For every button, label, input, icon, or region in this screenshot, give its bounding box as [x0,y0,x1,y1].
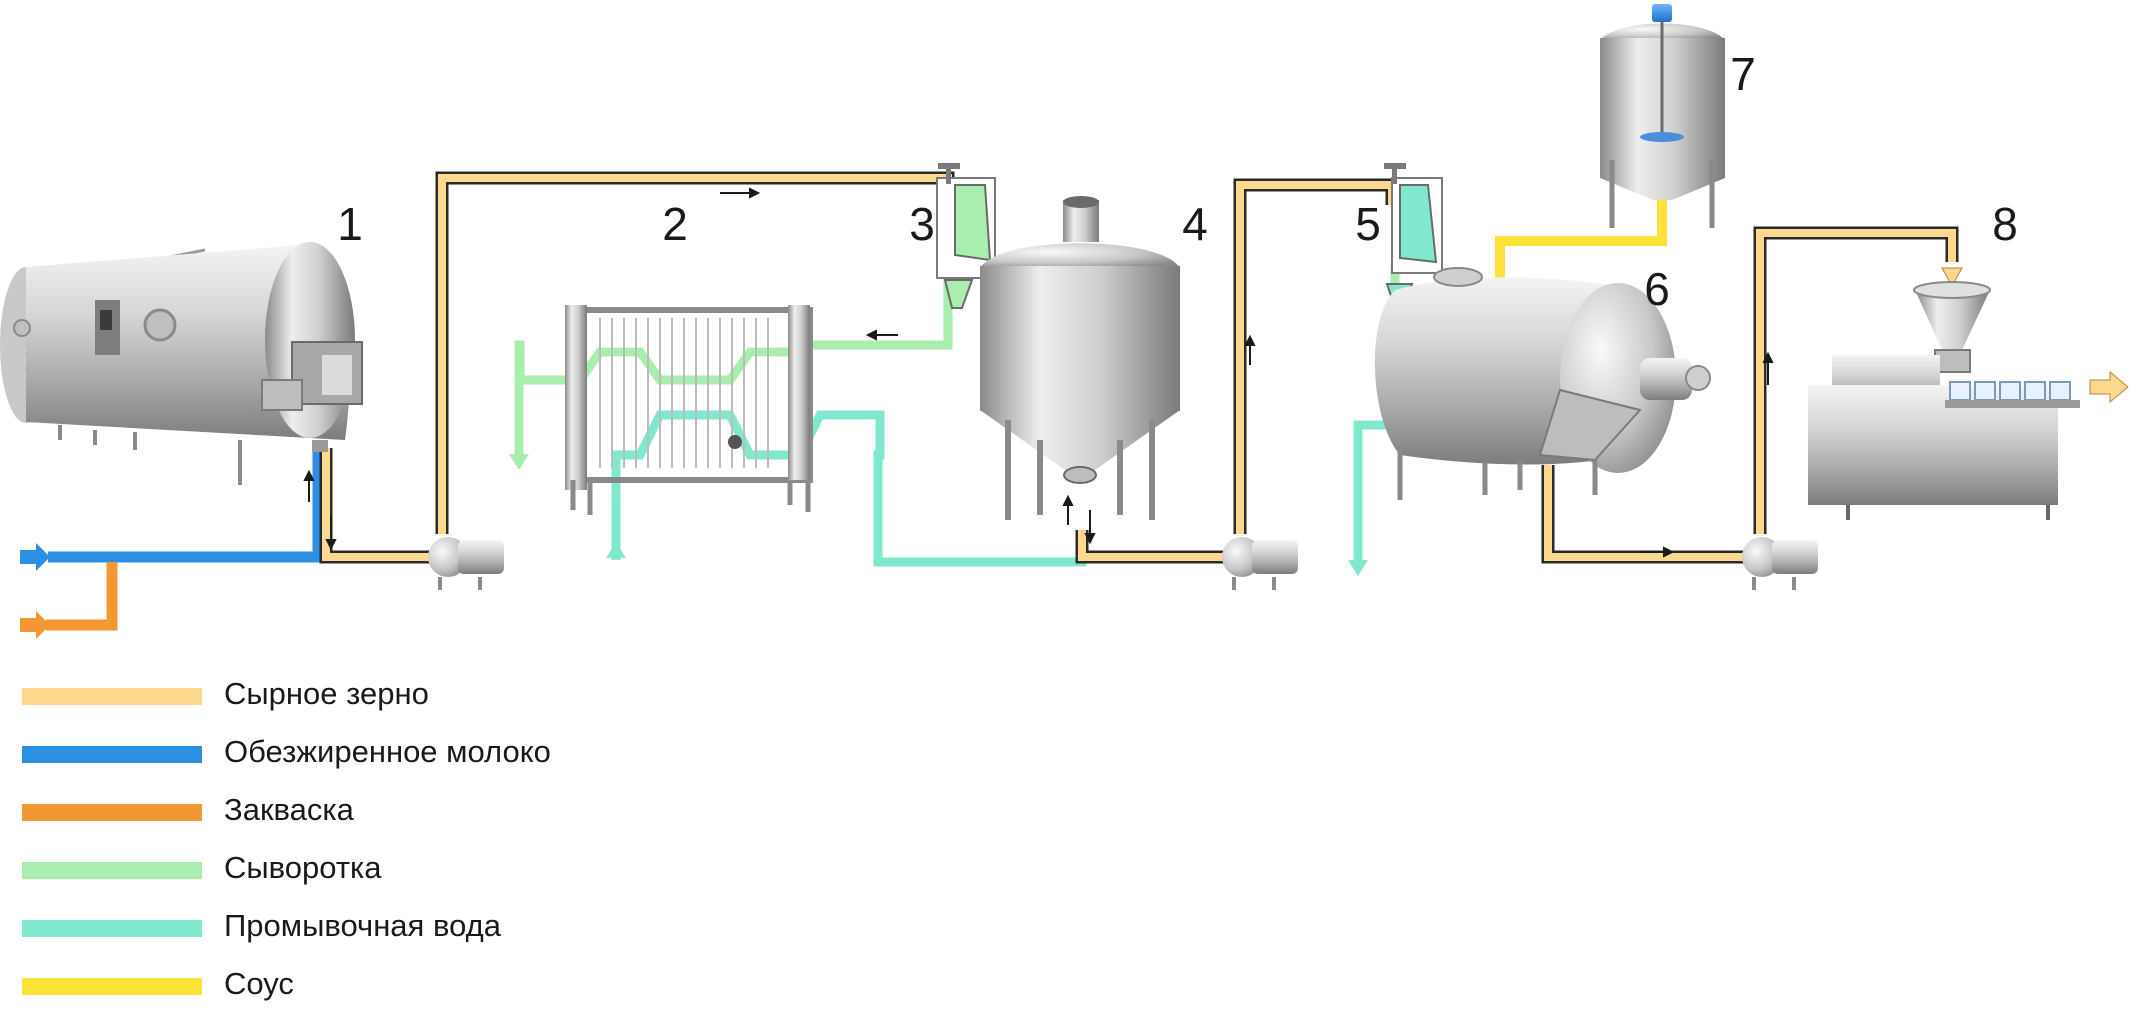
vertical-tank-4 [980,196,1180,520]
curd-line-3 [1541,226,1963,564]
plate-heat-exchanger-2 [565,305,813,515]
agitator-motor [1652,4,1672,22]
tank-outlet [1063,466,1097,484]
filling-machine-8 [1808,281,2080,520]
legend-label: Обезжиренное молоко [224,734,551,769]
phe-front-plate [565,305,587,490]
separator-hopper [943,279,974,309]
pump-motor [1252,540,1298,574]
legend-label: Сыворотка [224,850,382,885]
mixing-tank-motor-cap [1685,365,1711,391]
pump-3 [1742,537,1818,590]
whey-drain-arrow [509,454,529,470]
starter-line [20,562,118,639]
equipment-number-labels: 1 2 3 4 5 6 7 8 [337,48,2018,315]
equipment-number-1: 1 [337,198,363,250]
filler-dosing-head [1934,349,1971,373]
equipment-number-3: 3 [909,198,935,250]
mixing-tank-6 [1374,267,1711,500]
vat-motor [261,379,303,411]
mixing-tank-motor [1640,358,1692,400]
legend-swatch [22,978,202,995]
filler-cups [1949,381,2071,401]
filler-hopper-rim [1913,281,1991,299]
pump-1 [428,537,504,590]
pump-2 [1222,537,1298,590]
sauce-line [1495,200,1667,280]
filler-legs [1846,505,2050,520]
separator-top-handle [938,163,960,169]
filler-hopper [1915,290,1990,350]
tank-legs [1005,420,1155,520]
tank-dome [980,243,1180,268]
phe-end-plate [788,305,810,480]
vat-gearbox-window [322,355,352,395]
equipment-number-7: 7 [1730,48,1756,100]
legend-swatch [22,862,202,879]
legend-label: Закваска [224,792,354,827]
legend-swatch [22,746,202,763]
legend-swatch [22,804,202,821]
tank-cone [980,410,1180,470]
agitator-blade [1640,132,1684,142]
cheese-vat-1 [0,242,363,485]
sauce-tank-7 [1600,4,1725,228]
flow-direction-arrows [303,187,1774,558]
pipelines [20,171,2129,639]
pump-feet [1232,577,1276,590]
separator-stem [1392,168,1397,184]
phe-plate-pack [599,318,769,468]
phe-legs [570,480,811,515]
skim-milk-inlet-arrow [20,543,50,571]
product-outlet-arrow [2089,370,2129,404]
equipment-number-6: 6 [1644,263,1670,315]
equipment-number-4: 4 [1182,198,1208,250]
vat-porthole [143,308,177,342]
separator-top-handle [1384,163,1406,169]
separator-screen [1399,184,1438,264]
legend-label: Промывочная вода [224,908,501,943]
legend-label: Сырное зерно [224,676,429,711]
legend-swatch [22,920,202,937]
pump-feet [438,577,482,590]
wash-water-line-2 [1348,420,1390,576]
pump-motor [458,540,504,574]
separator-stem [946,168,951,184]
filler-inlet-arrow [1941,267,1963,288]
starter-inlet-arrow [20,611,50,639]
vat-porthole [13,319,31,337]
wash-water-drain-arrow [1348,560,1368,576]
legend-label: Соус [224,966,294,1001]
sauce-tank-legs [1609,160,1715,228]
mixing-tank-manway [1433,267,1483,287]
pump-feet [1752,577,1796,590]
tank-motor-cap [1063,196,1099,208]
equipment-number-2: 2 [662,198,688,250]
phe-port [728,435,742,449]
separator-screen [954,184,992,262]
mixing-tank-legs [1397,445,1598,500]
filler-conveyor [1945,400,2080,408]
vat-control-screen [100,310,112,330]
tank-shell [980,266,1180,411]
wash-water-inlet-arrow [606,542,626,558]
pump-motor [1772,540,1818,574]
legend-swatch [22,688,202,705]
vat-legs [58,425,242,485]
skim-milk-line [20,445,324,571]
vat-outlet-valve [312,440,328,452]
curd-separator-3 [936,163,996,309]
sauce-tank-cone [1600,178,1725,200]
equipment-number-5: 5 [1355,198,1381,250]
equipment-number-8: 8 [1992,198,2018,250]
